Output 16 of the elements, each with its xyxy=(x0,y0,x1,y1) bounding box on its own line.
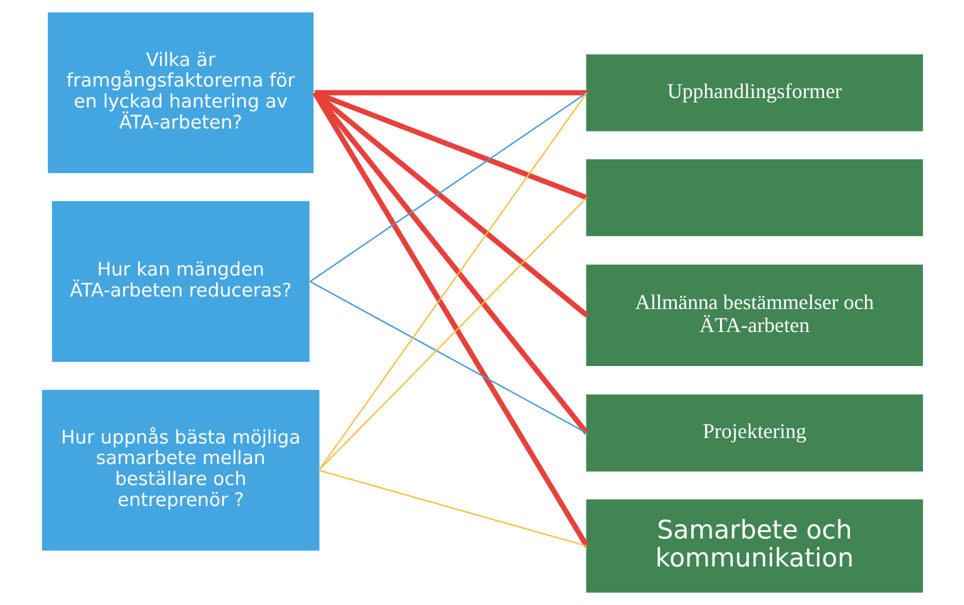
connector xyxy=(309,92,587,282)
node-box: Upphandlingsformer xyxy=(586,54,922,132)
node-box: Vilka är framgångsfaktorerna för en lyckad hantering av ÄTA-arbeten? xyxy=(47,12,314,174)
node-box: Samarbete och kommunikation xyxy=(586,499,922,593)
node-box xyxy=(586,159,922,236)
connector xyxy=(312,90,588,318)
node-box: Hur kan mängden ÄTA-arbeten reduceras? xyxy=(51,201,309,362)
connector xyxy=(318,470,586,547)
connector xyxy=(314,90,586,96)
connector xyxy=(312,91,589,548)
node-box: Allmänna bestämmelser och ÄTA-arbeten xyxy=(586,264,922,366)
connector xyxy=(313,90,588,200)
node-box: Projektering xyxy=(586,394,922,472)
connector xyxy=(318,197,587,471)
connector xyxy=(309,280,587,434)
node-box: Hur uppnås bästa möjliga samarbete mellan beställare och entreprenör ? xyxy=(42,390,319,551)
